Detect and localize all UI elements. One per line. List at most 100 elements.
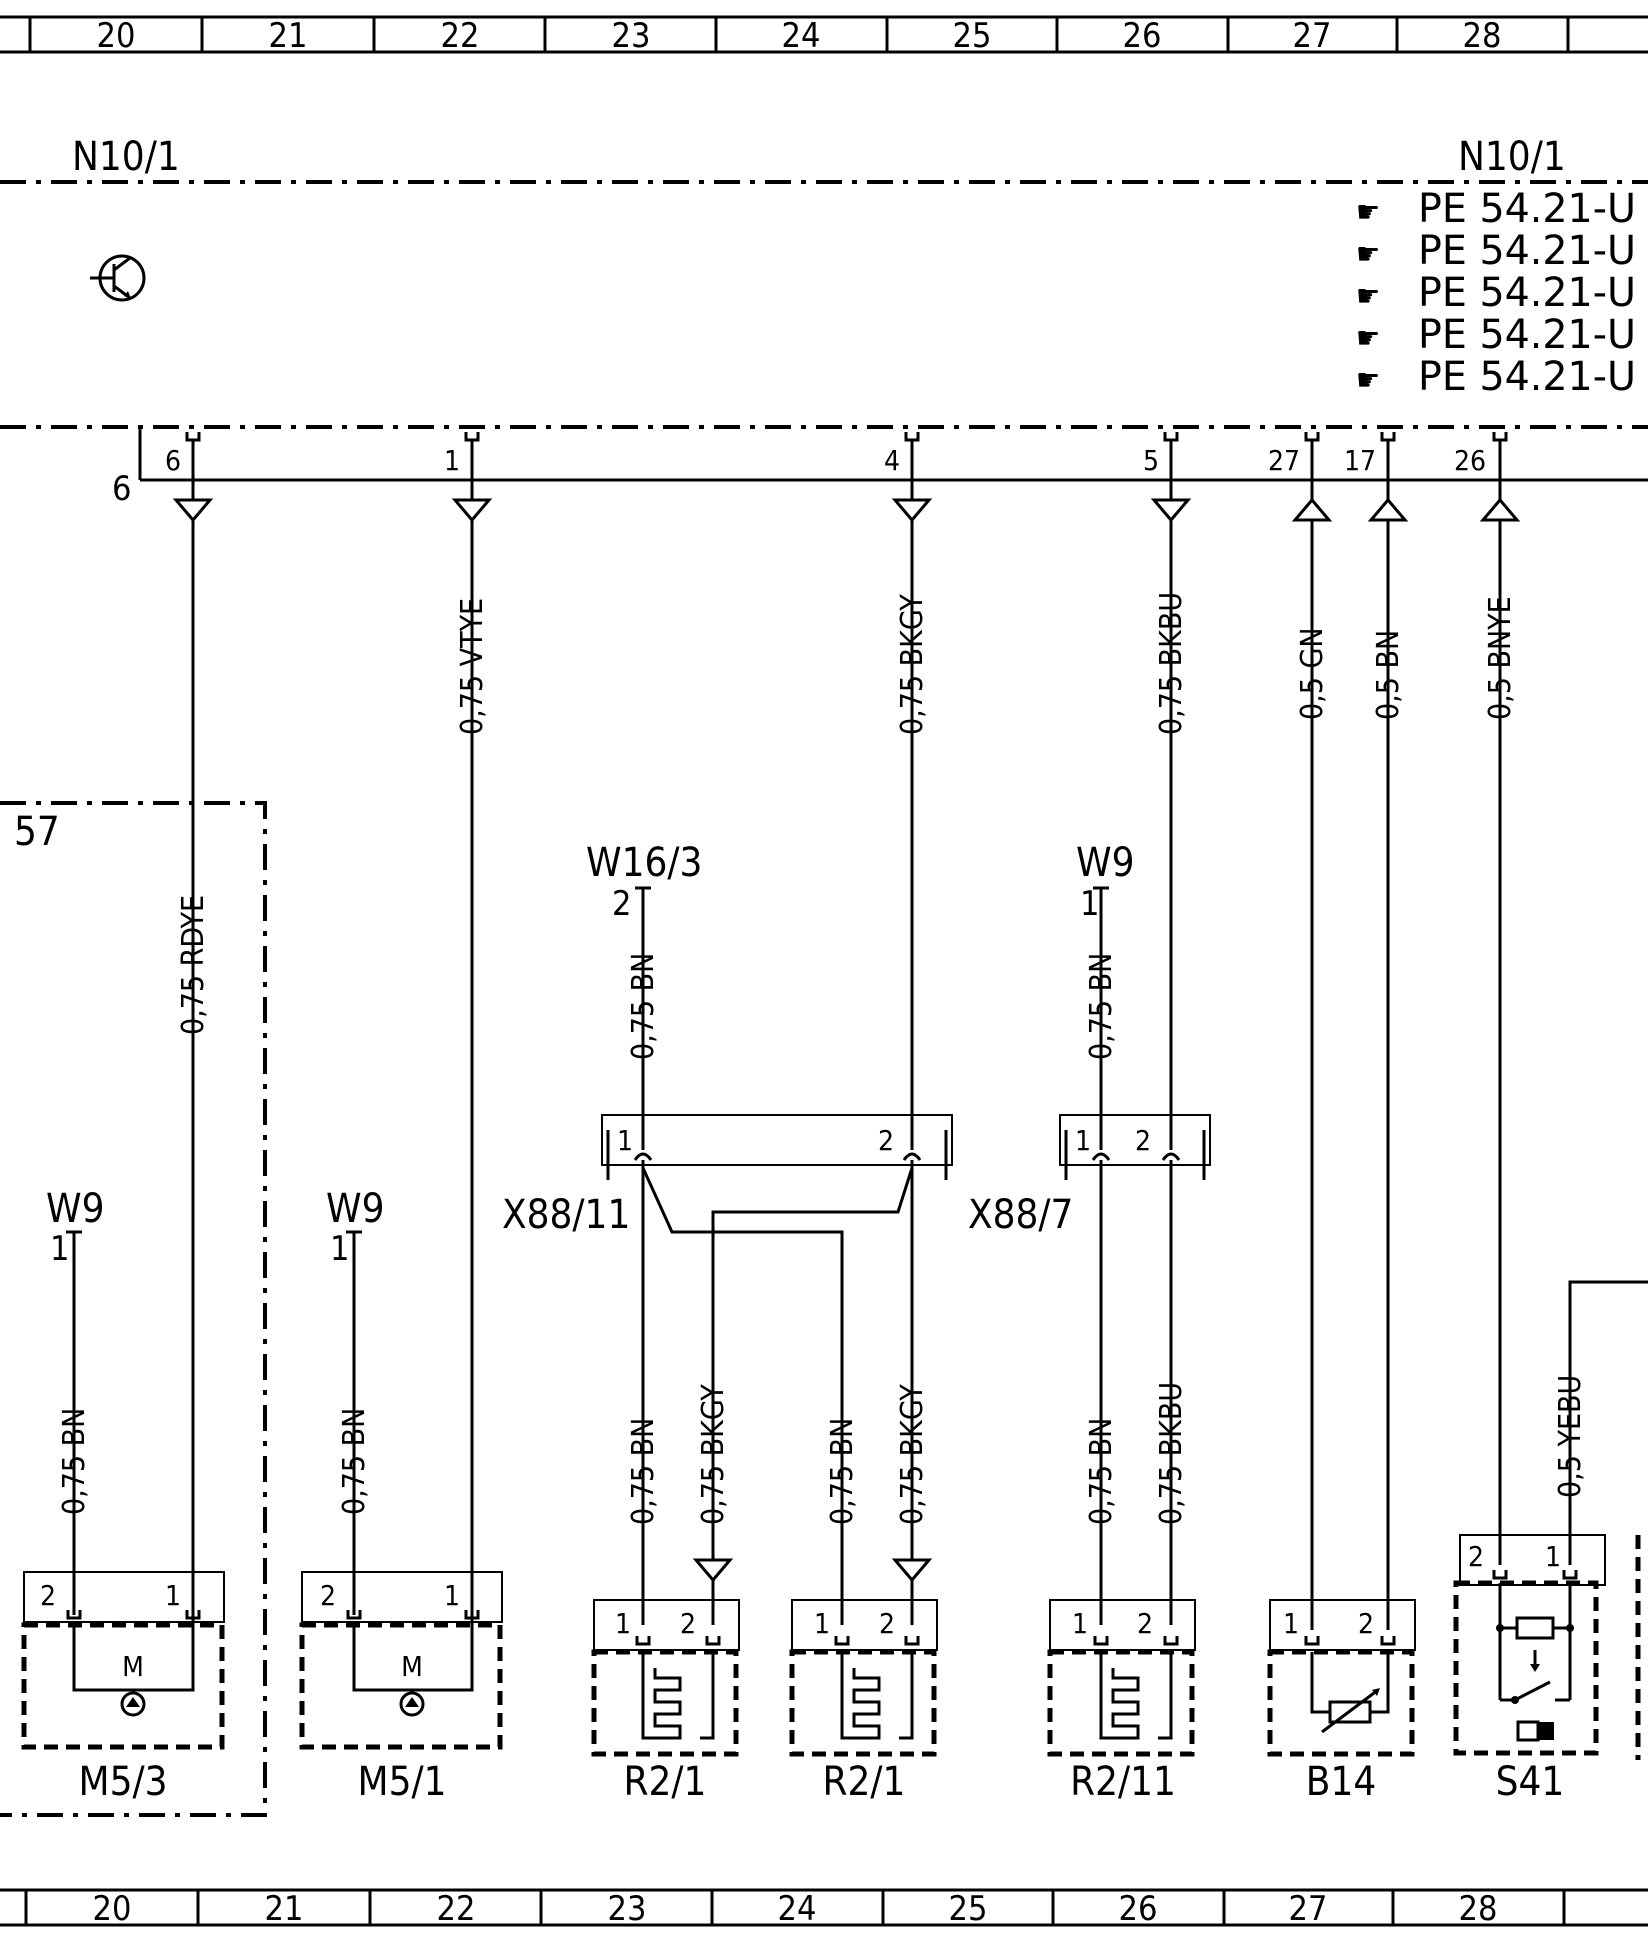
ground-w9-m5-3: W9 1 0,75 BN xyxy=(46,1186,104,1615)
component-pin: 2 xyxy=(879,1607,895,1640)
grid-col-23: 23 xyxy=(612,16,651,56)
connector-pin: 2 xyxy=(878,1124,894,1157)
wire-label: 0,75 BN xyxy=(626,953,661,1060)
pin-number: 27 xyxy=(1268,444,1300,477)
component-b14: 1 2 B14 xyxy=(1267,1599,1416,1805)
wire-label: 0,75 BN xyxy=(57,1408,92,1515)
connector-x88-7: 1 2 X88/7 xyxy=(968,1114,1211,1625)
grid-col-28-bottom: 28 xyxy=(1459,1889,1498,1929)
page-ref: PE 54.21-U xyxy=(1418,354,1636,400)
ground-pin: 2 xyxy=(612,884,631,924)
page-references: ☛ PE 54.21-U ☛ PE 54.21-U ☛ PE 54.21-U ☛… xyxy=(1356,186,1636,400)
ground-w16-3: W16/3 2 0,75 BN xyxy=(586,840,702,1150)
component-pin: 1 xyxy=(1545,1540,1561,1573)
page-ref: PE 54.21-U xyxy=(1418,186,1636,232)
component-pin: 2 xyxy=(1358,1607,1374,1640)
top-grid-ruler: 20 21 22 23 24 25 26 27 28 xyxy=(0,15,1648,56)
ground-id: W16/3 xyxy=(586,840,702,886)
connector-x88-11: 1 2 X88/11 xyxy=(502,1114,953,1238)
component-id: M5/1 xyxy=(358,1759,447,1805)
component-s41: 2 1 S41 xyxy=(1453,1534,1606,1805)
component-pin: 1 xyxy=(1072,1607,1088,1640)
wire-label: 0,5 YEBU xyxy=(1553,1375,1588,1498)
component-pin: 1 xyxy=(814,1607,830,1640)
page-ref: PE 54.21-U xyxy=(1418,312,1636,358)
ground-pin: 1 xyxy=(330,1229,349,1269)
zone-57: 57 xyxy=(0,801,267,1817)
grid-col-22-bottom: 22 xyxy=(437,1889,476,1929)
component-pin: 2 xyxy=(680,1607,696,1640)
pin-6: 6 0,75 RDYE xyxy=(165,432,214,1625)
wire-label: 0,75 BN xyxy=(1084,1418,1119,1525)
grid-col-22: 22 xyxy=(441,16,480,56)
control-unit-label-left: N10/1 xyxy=(72,134,180,180)
connector-id: X88/7 xyxy=(968,1192,1073,1238)
pin-number: 5 xyxy=(1143,444,1159,477)
component-id: M5/3 xyxy=(79,1759,168,1805)
heater-icon xyxy=(1099,1652,1173,1740)
motor-symbol: M xyxy=(401,1650,423,1683)
grid-col-23-bottom: 23 xyxy=(608,1889,647,1929)
wire-label: 0,75 BN xyxy=(337,1408,372,1515)
motor-icon xyxy=(120,1691,146,1717)
component-id: B14 xyxy=(1306,1759,1376,1805)
ground-id: W9 xyxy=(46,1186,104,1232)
pointing-hand-icon: ☛ xyxy=(1356,237,1380,272)
connector-pin: 1 xyxy=(617,1124,633,1157)
wire-label: 0,75 BKBU xyxy=(1154,1382,1189,1525)
wire-label: 0,75 VTYE xyxy=(455,598,490,735)
ground-pin: 1 xyxy=(1080,884,1099,924)
component-pin: 2 xyxy=(40,1579,56,1612)
grid-col-26-bottom: 26 xyxy=(1119,1889,1158,1929)
pin-26: 26 0,5 BNYE xyxy=(1454,432,1521,1565)
transistor-icon xyxy=(90,254,146,302)
wire-label: 0,75 BKBU xyxy=(1154,592,1189,735)
ground-w9-x88-7: W9 1 0,75 BN xyxy=(1076,840,1134,1150)
component-r2-1-b: 1 2 R2/1 xyxy=(789,1599,938,1805)
component-pin: 2 xyxy=(1468,1540,1484,1573)
component-pin: 1 xyxy=(1283,1607,1299,1640)
grid-col-20: 20 xyxy=(97,16,136,56)
pin-1: 1 0,75 VTYE xyxy=(444,432,493,1625)
ground-pin: 1 xyxy=(50,1229,69,1269)
grid-col-25-bottom: 25 xyxy=(949,1889,988,1929)
grid-col-28: 28 xyxy=(1463,16,1502,56)
component-pin: 1 xyxy=(165,1579,181,1612)
wire-label: 0,5 GN xyxy=(1295,627,1330,720)
heater-icon xyxy=(641,1652,715,1740)
component-pin: 1 xyxy=(615,1607,631,1640)
pin-number: 4 xyxy=(884,444,900,477)
motor-symbol: M xyxy=(122,1650,144,1683)
pin-number: 6 xyxy=(165,444,181,477)
s41-feed-wire: 0,5 YEBU xyxy=(1553,1280,1648,1565)
component-id: R2/11 xyxy=(1070,1759,1176,1805)
page-ref: PE 54.21-U xyxy=(1418,228,1636,274)
wire-label: 0,75 BKGY xyxy=(895,594,930,735)
grid-col-21-bottom: 21 xyxy=(265,1889,304,1929)
pointing-hand-icon: ☛ xyxy=(1356,363,1380,398)
branch-wire-labels: 0,75 BN 0,75 BKGY 0,75 BN 0,75 BKGY 0,75… xyxy=(626,1382,1189,1525)
x88-11-crossover xyxy=(641,1160,914,1380)
grid-col-24: 24 xyxy=(782,16,821,56)
control-unit-n10-1: N10/1 N10/1 ☛ PE 54.21-U ☛ PE 54.21-U ☛ … xyxy=(0,134,1648,429)
pin-17: 17 0,5 BN xyxy=(1344,432,1409,1630)
ground-arrows xyxy=(641,1380,933,1625)
pin-number: 26 xyxy=(1454,444,1486,477)
wire-label: 0,75 BN xyxy=(1084,953,1119,1060)
pin-number: 17 xyxy=(1344,444,1376,477)
thermistor-icon xyxy=(1328,1700,1372,1724)
grid-col-21: 21 xyxy=(269,16,308,56)
grid-col-24-bottom: 24 xyxy=(778,1889,817,1929)
component-pin: 1 xyxy=(444,1579,460,1612)
component-id: S41 xyxy=(1496,1759,1565,1805)
component-pin: 2 xyxy=(320,1579,336,1612)
wire-label: 0,5 BNYE xyxy=(1483,596,1518,720)
pointing-hand-icon: ☛ xyxy=(1356,321,1380,356)
component-m5-1: 2 1 M M5/1 xyxy=(299,1571,503,1805)
heater-icon xyxy=(840,1652,914,1740)
grid-col-25: 25 xyxy=(953,16,992,56)
pin-27: 27 0,5 GN xyxy=(1268,432,1333,1630)
ground-w9-m5-1: W9 1 0,75 BN xyxy=(326,1186,384,1615)
grid-col-27-bottom: 27 xyxy=(1289,1889,1328,1929)
